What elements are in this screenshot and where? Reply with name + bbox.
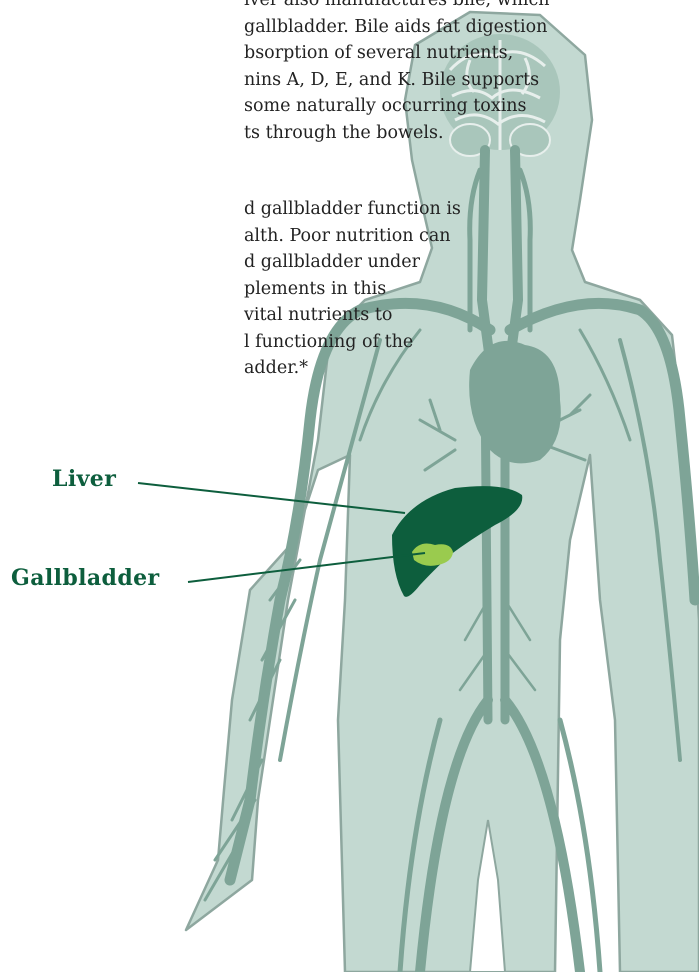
text-line: gallbladder. Bile aids fat digestion xyxy=(244,14,664,41)
text-line: ts through the bowels. xyxy=(244,120,664,147)
text-line: adder.* xyxy=(244,355,524,382)
body-copy-paragraph-2: d gallbladder function is alth. Poor nut… xyxy=(244,196,524,382)
text-line: nins A, D, E, and K. Bile supports xyxy=(244,67,664,94)
text-line: iver also manufactures bile, which xyxy=(244,0,664,14)
text-line: alth. Poor nutrition can xyxy=(244,223,524,250)
text-line: d gallbladder under xyxy=(244,249,524,276)
text-line: bsorption of several nutrients, xyxy=(244,40,664,67)
gallbladder-label: Gallbladder xyxy=(11,565,160,591)
text-line: some naturally occurring toxins xyxy=(244,93,664,120)
text-line: d gallbladder function is xyxy=(244,196,524,223)
liver-label: Liver xyxy=(52,466,116,492)
body-copy-paragraph-1: iver also manufactures bile, which gallb… xyxy=(244,0,664,146)
text-line: vital nutrients to xyxy=(244,302,524,329)
text-line: plements in this xyxy=(244,276,524,303)
text-line: l functioning of the xyxy=(244,329,524,356)
